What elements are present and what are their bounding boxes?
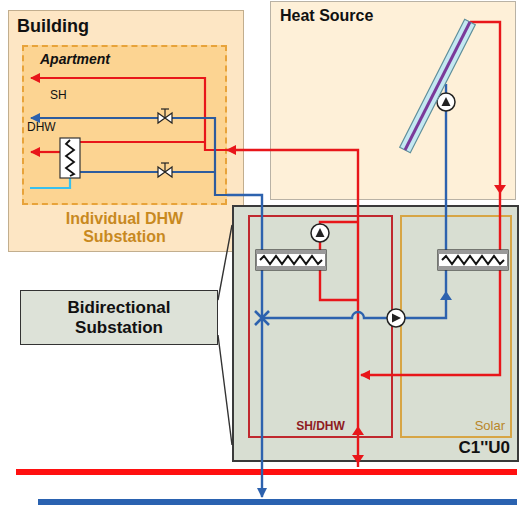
heat-source-box: Heat Source bbox=[270, 1, 516, 200]
control-valve bbox=[158, 109, 172, 123]
label-holder: SH bbox=[50, 89, 67, 103]
heat-exchanger bbox=[256, 250, 326, 270]
leader-line bbox=[218, 225, 232, 445]
flow-arrows bbox=[352, 185, 506, 464]
node-title: Bidirectional Substation bbox=[29, 298, 209, 337]
return-network-pipe bbox=[38, 499, 517, 505]
circuit-label: DHW bbox=[27, 121, 56, 135]
supply-network-pipe bbox=[16, 469, 517, 475]
node-title: Solar bbox=[475, 419, 505, 434]
heat-exchanger bbox=[438, 250, 508, 270]
node-title: Building bbox=[17, 16, 89, 37]
pump-symbol bbox=[387, 309, 405, 327]
node-title: Heat Source bbox=[280, 7, 373, 25]
apartment-piping bbox=[30, 78, 227, 195]
control-valve bbox=[158, 163, 172, 177]
callout-box: Bidirectional Substation bbox=[20, 290, 218, 345]
return-pipe bbox=[227, 195, 262, 215]
pump-symbol bbox=[311, 224, 329, 242]
label-holder: DHW bbox=[27, 121, 56, 135]
dhw-heat-exchanger bbox=[60, 138, 80, 178]
node-title: C1''U0 bbox=[458, 438, 510, 458]
node-title: SH/DHW bbox=[296, 420, 345, 434]
node-caption: Individual DHW Substation bbox=[45, 210, 205, 247]
supply-pipe bbox=[227, 150, 358, 215]
node-title: Apartment bbox=[40, 51, 110, 67]
substation-box: C1''U0 SH/DHW Solar bbox=[232, 205, 519, 462]
circuit-label: SH bbox=[50, 89, 67, 103]
solar-collector bbox=[400, 19, 476, 152]
solar-module: Solar bbox=[400, 215, 512, 438]
